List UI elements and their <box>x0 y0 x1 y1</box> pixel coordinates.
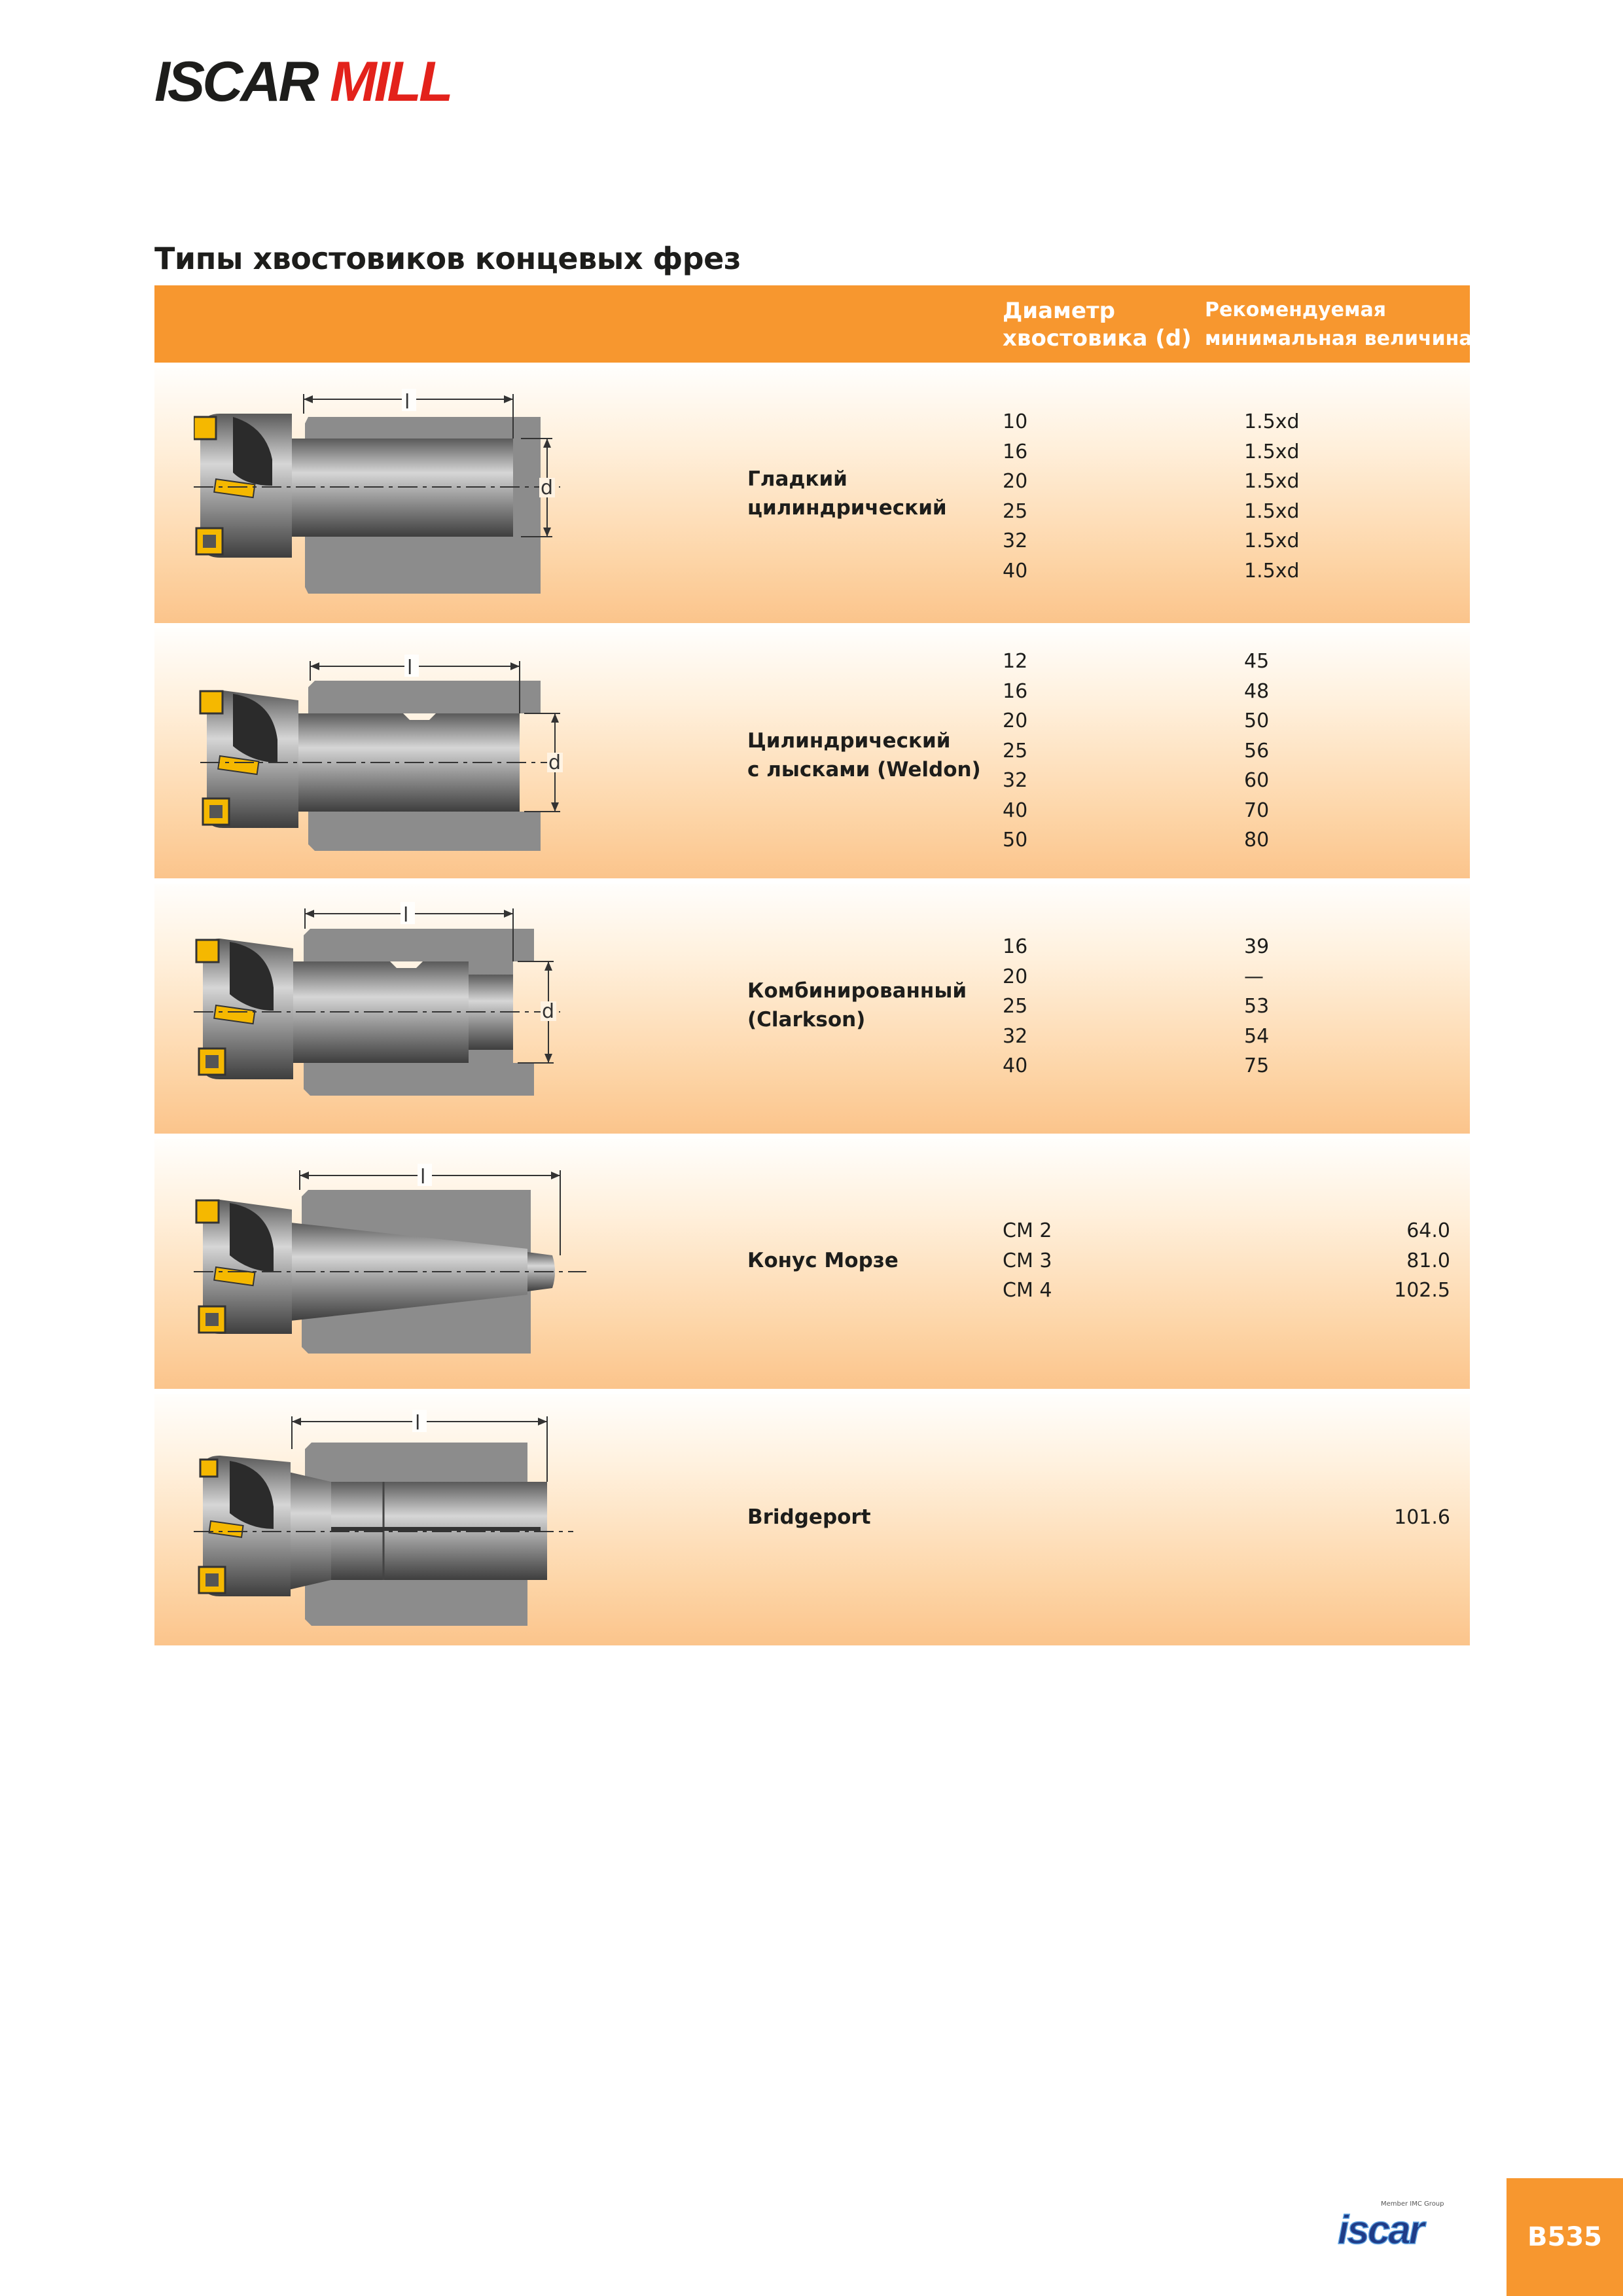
iscar-mill-logo: ISCAR MILL <box>154 58 462 110</box>
dim-label-d: d <box>548 751 561 774</box>
table-row: l Bridgeport 101.6 <box>154 1389 1470 1645</box>
page-number: B535 <box>1527 2222 1602 2252</box>
row-label: Гладкий цилиндрический <box>747 467 947 520</box>
iscar-company-logo: Member IMC Group iscar <box>1335 2197 1466 2253</box>
row-label: Цилиндрический с лысками (Weldon) <box>747 729 981 781</box>
header-recommended-length: Рекомендуемая минимальная величина l <box>1205 298 1486 350</box>
row-label: Bridgeport <box>747 1505 871 1529</box>
table-header: Диаметр хвостовика (d) Рекомендуемая мин… <box>154 285 1486 363</box>
page-number-badge: B535 <box>1507 2178 1623 2296</box>
weldon-shank-drawing: l d <box>199 655 563 851</box>
length-values: 101.6 <box>1394 1506 1450 1529</box>
dim-label-l: l <box>404 391 410 414</box>
dim-label-l: l <box>420 1166 425 1189</box>
dim-label-d: d <box>541 476 553 499</box>
logo-text-red: MILL <box>330 58 451 110</box>
clarkson-shank-drawing: l d <box>194 902 560 1096</box>
plain-cylindrical-shank-drawing: l d <box>194 389 560 594</box>
shank-types-table: Диаметр хвостовика (d) Рекомендуемая мин… <box>154 285 1486 1645</box>
row-label: Конус Морзе <box>747 1249 899 1272</box>
row-label: Комбинированный (Clarkson) <box>747 979 967 1031</box>
company-logo-text: iscar <box>1338 2208 1427 2253</box>
dim-label-l: l <box>403 904 408 927</box>
section-title: Типы хвостовиков концевых фрез <box>154 241 741 276</box>
header-diameter: Диаметр хвостовика (d) <box>1003 298 1192 351</box>
dim-label-d: d <box>542 1000 554 1023</box>
dim-label-l: l <box>407 656 412 679</box>
dim-label-l: l <box>415 1412 420 1435</box>
logo-text-dark: ISCAR <box>154 58 319 110</box>
bridgeport-shank-drawing: l <box>194 1410 573 1626</box>
morse-taper-shank-drawing: l <box>194 1164 586 1354</box>
company-tagline: Member IMC Group <box>1381 2200 1444 2208</box>
table-row: l d Цилиндрический с лысками (Weldon) 12… <box>154 623 1470 878</box>
